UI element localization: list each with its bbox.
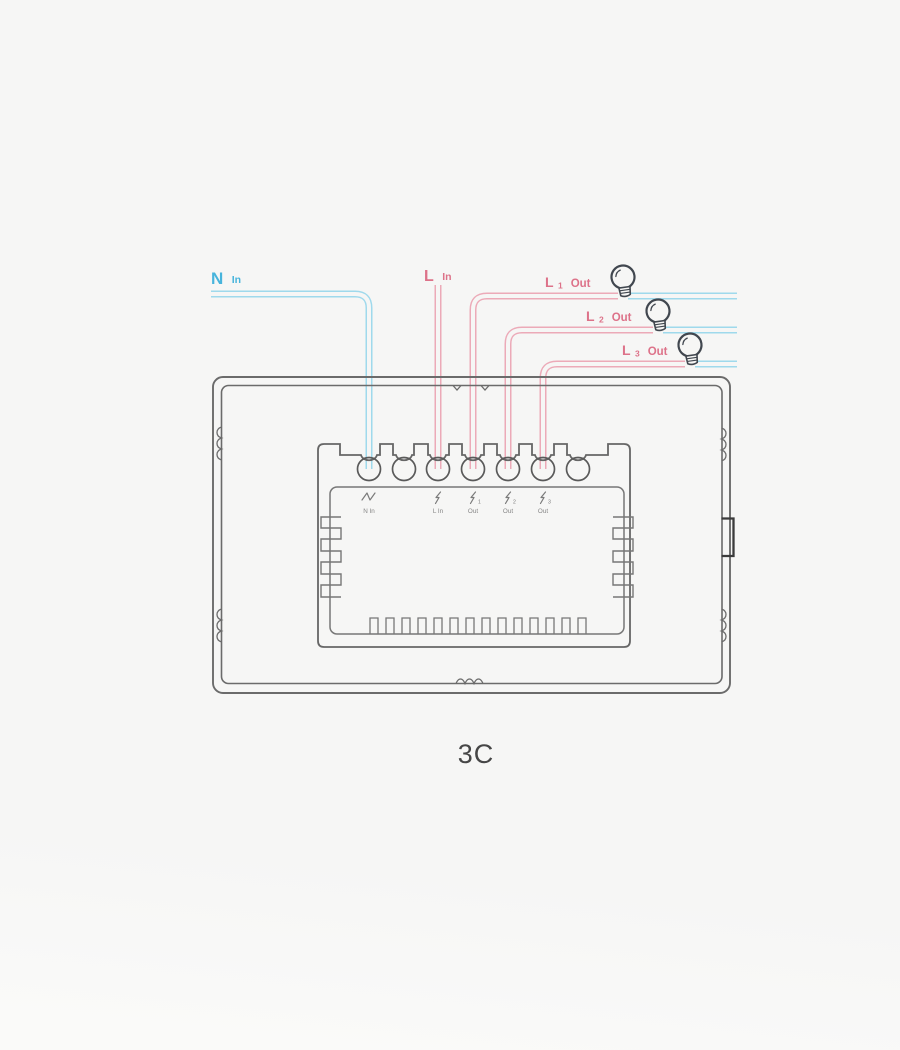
l-in-label-sub: In <box>442 271 451 283</box>
n-in-wire <box>211 290 373 469</box>
terminal-circle-4 <box>460 456 486 482</box>
l1-out-label-rest: Out <box>571 278 591 290</box>
l1-out-wire-core <box>471 294 618 469</box>
terminal-circle-3 <box>425 456 451 482</box>
terminal-label-l1-out: Out <box>468 508 478 515</box>
l-in-label: L In <box>424 268 452 285</box>
l3-out-wire-outline <box>539 360 685 469</box>
lightning-subscript-3: 3 <box>548 500 551 506</box>
lightning-icon <box>504 491 512 505</box>
l3-out-label-main: L <box>622 342 631 358</box>
l3-out-label: L 3 Out <box>622 342 668 361</box>
lightning-icon <box>469 491 477 505</box>
switch-frame <box>212 376 735 694</box>
l1-out-label-main: L <box>545 274 554 290</box>
n-in-wire-core <box>211 292 371 469</box>
side-comb-right <box>612 516 634 598</box>
terminal-labels: N In L In Out Out Out <box>363 508 548 515</box>
module-body <box>317 443 631 648</box>
n-in-label-sub: In <box>232 274 241 286</box>
l2-out-label-main: L <box>586 308 595 324</box>
frame-squiggle-left-bottom <box>216 608 224 643</box>
switch-inner-frame <box>220 384 723 685</box>
l-in-label-main: L <box>424 268 434 285</box>
switch-outer-frame <box>212 376 731 694</box>
l3-out-label-rest: Out <box>648 346 668 358</box>
l1-out-wire <box>469 292 618 469</box>
terminal-circle-5 <box>495 456 521 482</box>
lightning-subscript-2: 2 <box>513 500 516 506</box>
l2-out-label: L 2 Out <box>586 308 632 327</box>
l1-out-label: L 1 Out <box>545 274 591 293</box>
module-plate <box>329 486 625 635</box>
terminal-circle-6 <box>530 456 556 482</box>
frame-notch-bottom <box>455 678 484 686</box>
terminal-icons <box>361 491 547 505</box>
frame-notch-top <box>452 385 490 391</box>
terminal-row <box>356 456 591 482</box>
l3-out-label-sub: 3 <box>635 349 640 359</box>
l1-out-label-sub: 1 <box>558 281 563 291</box>
terminal-label-l3-out: Out <box>538 508 548 515</box>
wire-label-texts: N In L In L 1 Out L 2 Out L 3 Out <box>211 268 668 361</box>
l2-out-label-sub: 2 <box>599 315 604 325</box>
side-comb-left <box>320 516 342 598</box>
lightning-icon <box>434 491 442 505</box>
switch-module: 1 2 3 N In L In Out Out Out <box>317 443 634 648</box>
frame-squiggle-right-bottom <box>719 608 727 643</box>
bottom-comb <box>369 617 587 634</box>
l3-out-wire <box>539 360 685 469</box>
l2-out-wire-core <box>506 328 653 469</box>
terminal-circle-7 <box>565 456 591 482</box>
l3-out-wire-core <box>541 362 685 469</box>
terminal-icon-subscripts: 1 2 3 <box>478 500 551 506</box>
terminal-circle-2 <box>391 456 417 482</box>
l2-out-wire <box>504 326 653 469</box>
n-in-wire-outline <box>211 290 373 469</box>
lightning-icon <box>539 491 547 505</box>
terminal-circle-1 <box>356 456 382 482</box>
terminal-label-l-in: L In <box>433 508 444 515</box>
terminal-label-l2-out: Out <box>503 508 513 515</box>
lightning-subscript-1: 1 <box>478 500 481 506</box>
frame-squiggle-right-top <box>719 427 727 462</box>
terminal-label-n-in: N In <box>363 508 375 515</box>
n-in-label: N In <box>211 269 241 288</box>
wave-icon <box>361 492 376 501</box>
l2-out-label-rest: Out <box>612 312 632 324</box>
frame-clip-right <box>721 517 735 558</box>
frame-squiggle-left-top <box>216 426 224 461</box>
n-in-label-main: N <box>211 269 223 288</box>
background-sheen <box>0 820 900 1050</box>
model-label: 3C <box>458 739 495 769</box>
